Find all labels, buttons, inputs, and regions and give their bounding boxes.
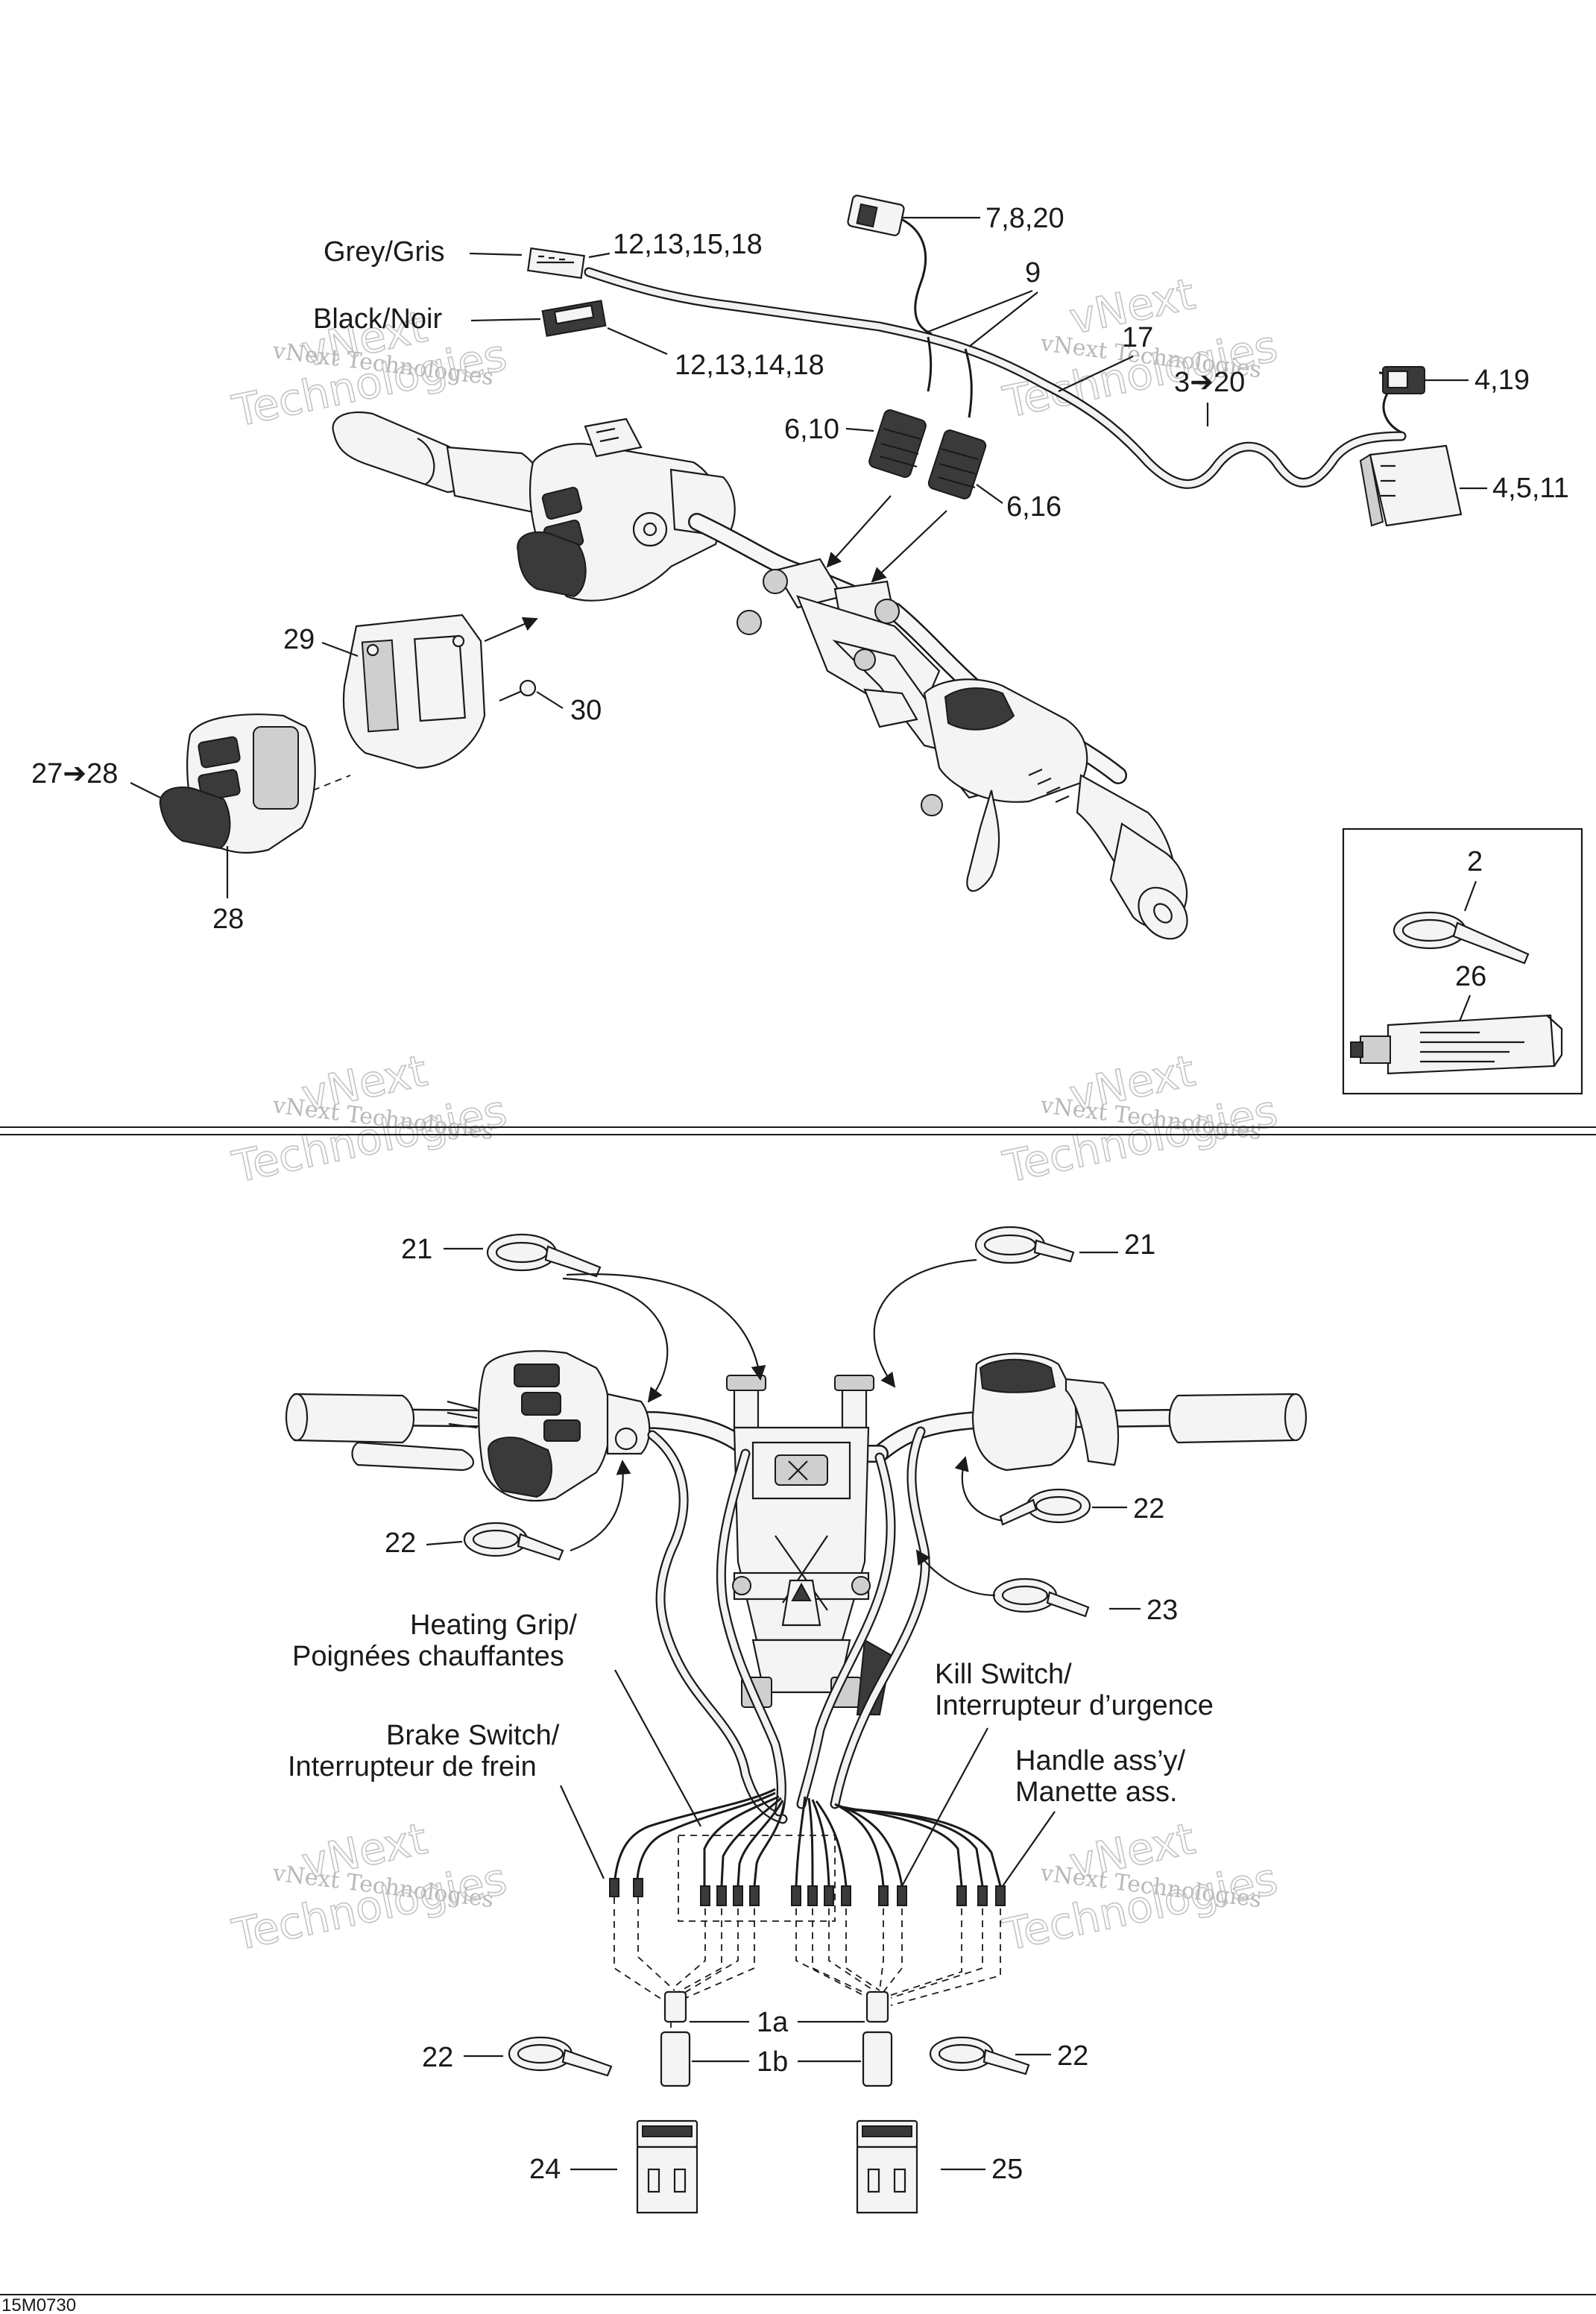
riser-bracket [726, 1375, 892, 1715]
bottom-view: 21 21 22 22 23 Heating Grip/ Poignées ch… [285, 1226, 1308, 2214]
right-throttle-housing [923, 678, 1188, 940]
connector-grey [527, 247, 585, 280]
callout-1a: 1a [757, 2007, 789, 2038]
connector-24 [636, 2119, 698, 2214]
drawing-code: 15M0730 [1, 2295, 76, 2314]
screw-30 [499, 679, 537, 702]
callout-9: 9 [1025, 257, 1041, 289]
cover-29 [342, 614, 486, 769]
label-heating-grip-2: Poignées chauffantes [292, 1641, 564, 1672]
watermark-low-left: vNext vNext Technologies Technologies [227, 1812, 511, 1961]
callout-22-lower-left: 22 [422, 2042, 453, 2073]
watermark-low-right: vNext vNext Technologies Technologies [998, 1812, 1282, 1961]
footer: 15M0730 [0, 2294, 1596, 2314]
callout-6-16: 6,16 [1006, 491, 1062, 523]
label-kill-switch-1: Kill Switch/ [935, 1659, 1072, 1690]
cable-tie-22-ul [463, 1522, 564, 1561]
connector-7-8-20 [847, 195, 905, 236]
callout-28: 28 [212, 904, 244, 935]
callout-21-right: 21 [1124, 1229, 1155, 1261]
connector-6-10 [868, 409, 927, 478]
routing-arrows [562, 1258, 1003, 1597]
cable-tie-21-right [974, 1226, 1075, 1264]
callout-4-19: 4,19 [1474, 365, 1530, 396]
cable-tie-2 [1392, 911, 1530, 965]
section-divider [0, 1126, 1596, 1135]
callout-22-upper-right: 22 [1133, 1493, 1164, 1525]
watermark-mid-right: vNext vNext Technologies Technologies [998, 1044, 1282, 1194]
callout-4-5-11: 4,5,11 [1492, 473, 1569, 504]
callout-22-lower-right: 22 [1057, 2040, 1088, 2072]
watermark-mid-left: vNext vNext Technologies Technologies [227, 1044, 511, 1194]
callout-23: 23 [1146, 1595, 1178, 1626]
connector-25 [856, 2119, 918, 2214]
label-handle-assy-2: Manette ass. [1015, 1777, 1178, 1808]
callout-7-8-20: 7,8,20 [985, 203, 1064, 234]
callout-29: 29 [283, 624, 315, 655]
connector-4-19 [1382, 366, 1425, 394]
callout-12-13-14-18: 12,13,14,18 [675, 350, 824, 381]
cable-tie-22-ur [999, 1488, 1091, 1526]
left-control-housing [446, 417, 736, 602]
label-heating-grip-1: Heating Grip/ [410, 1610, 577, 1641]
callout-27-28: 27➔28 [31, 758, 118, 789]
label-handle-assy-1: Handle ass’y/ [1015, 1745, 1186, 1777]
callout-25: 25 [991, 2154, 1023, 2185]
left-switch-front [447, 1350, 651, 1502]
wire-group-box [678, 1835, 836, 1922]
label-brake-switch-1: Brake Switch/ [386, 1720, 560, 1751]
arrow-6-16 [871, 510, 947, 583]
inset-box: 2 26 [1342, 827, 1583, 1095]
arrow-29 [484, 617, 538, 643]
wire-tails [614, 1788, 1002, 1887]
cable-tie-21-left [486, 1233, 602, 1278]
grip-left-front [285, 1393, 475, 1472]
connector-black [541, 300, 607, 337]
right-throttle-front [971, 1352, 1120, 1472]
harness-bundles [647, 1426, 930, 1824]
callout-17: 17 [1122, 322, 1153, 353]
arrow-6-10 [826, 495, 892, 568]
grip-right-front [1168, 1393, 1308, 1444]
callout-21-left: 21 [401, 1234, 432, 1265]
callout-1b: 1b [757, 2046, 788, 2078]
label-grey-gris: Grey/Gris [324, 236, 445, 268]
connector-6-16 [927, 429, 987, 499]
cable-tie-22-lr [929, 2036, 1030, 2075]
callouts-bottom: 21 21 22 22 23 Heating Grip/ Poignées ch… [288, 1229, 1214, 2185]
cable-tie-23 [992, 1577, 1090, 1618]
callouts-top: Grey/Gris Black/Noir 12,13,15,18 12,13,1… [31, 203, 1569, 935]
callout-26: 26 [1455, 961, 1486, 992]
callout-2: 2 [1467, 846, 1483, 877]
callout-22-upper-left: 22 [385, 1528, 416, 1559]
label-brake-switch-2: Interrupteur de frein [288, 1751, 537, 1782]
module-4-5-11 [1359, 444, 1463, 527]
grease-tube-26 [1350, 1014, 1563, 1075]
callout-6-10: 6,10 [784, 414, 839, 445]
cable-tie-22-ll [508, 2036, 613, 2077]
wire-terminals [609, 1878, 1006, 1906]
splice-right [862, 1990, 893, 2087]
switch-housing-27 [159, 713, 316, 854]
left-grip [332, 411, 465, 494]
callout-3-20: 3➔20 [1174, 367, 1245, 398]
callout-30: 30 [570, 695, 602, 726]
callout-12-13-15-18: 12,13,15,18 [613, 229, 763, 260]
callout-24: 24 [529, 2154, 561, 2185]
label-black-noir: Black/Noir [313, 303, 442, 335]
splice-left [660, 1990, 691, 2087]
label-kill-switch-2: Interrupteur d’urgence [935, 1690, 1214, 1721]
top-view: Grey/Gris Black/Noir 12,13,15,18 12,13,1… [31, 195, 1583, 1095]
